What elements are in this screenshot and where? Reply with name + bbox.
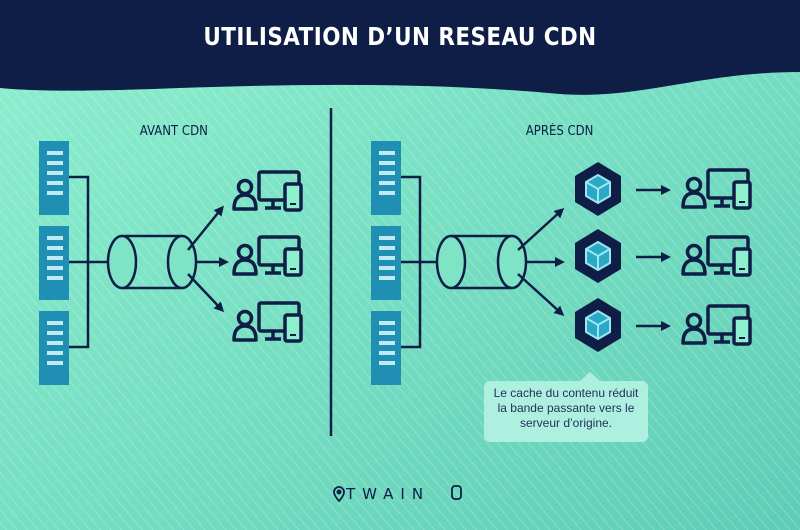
- cache-note-line: serveur d’origine.: [519, 416, 613, 430]
- after-cdn-label: APRÈS CDN: [525, 124, 594, 139]
- server-icon: [371, 311, 401, 385]
- server-icon: [39, 311, 69, 385]
- server-icon: [371, 141, 401, 215]
- after-panel: [371, 141, 752, 385]
- connector: [69, 175, 108, 349]
- cache-note-line: la bande passante vers le: [497, 401, 635, 415]
- arrow-icon: [636, 185, 671, 331]
- power-icon: [451, 485, 462, 500]
- server-icon: [39, 226, 69, 300]
- brand-logo: TWAIN: [346, 485, 431, 503]
- before-panel: [39, 141, 303, 385]
- header-band: [0, 0, 800, 95]
- note-pointer: [580, 372, 600, 381]
- page-title: UTILISATION D’UN RESEAU CDN: [203, 22, 597, 51]
- arrow-icon: [517, 207, 565, 317]
- cache-note-line: Le cache du contenu réduit: [493, 386, 639, 400]
- location-pin-icon: [333, 486, 345, 503]
- before-cdn-label: AVANT CDN: [139, 124, 208, 139]
- arrow-icon: [187, 205, 229, 313]
- server-icon: [371, 226, 401, 300]
- server-icon: [39, 141, 69, 215]
- cache-note: Le cache du contenu réduit la bande pass…: [484, 381, 648, 442]
